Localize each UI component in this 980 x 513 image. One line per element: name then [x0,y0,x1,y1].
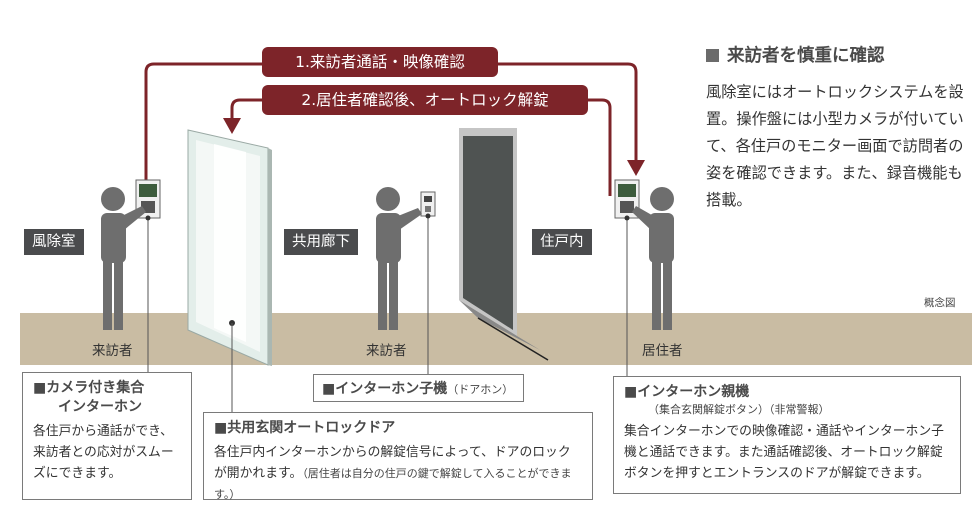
arrow-2-head [223,118,241,134]
visitor-label-1: 来訪者 [92,343,133,359]
glass-door-illustration [187,129,272,366]
visitor-figure-1 [101,187,146,330]
callout-camera-intercom-title: ■カメラ付き集合 [33,380,145,396]
panel-body: 風除室にはオートロックシステムを設置。操作盤には小型カメラが付いていて、各住戸の… [706,83,964,209]
callout-leader-lines [147,216,628,412]
resident-figure [632,187,674,330]
arrow-1-head [627,160,645,176]
callout-handset-title: ■インターホン子機 [322,381,448,397]
callout-door-body: 各住戸内インターホンからの解錠信号によって、ドアのロックが開かれます。 [214,445,571,481]
callout-handset: ■インターホン子機（ドアホン） [313,374,524,402]
location-corridor: 共用廊下 [284,229,358,255]
callout-master-title: ■インターホン親機 [624,384,750,400]
callout-camera-intercom-body: 各住戸から通話ができ、来訪者との応対がスムーズにできます。 [33,424,174,481]
panel-title: 来訪者を慎重に確認 [706,42,885,67]
callout-master-sub: （集合玄関解錠ボタン）（非常警報） [648,403,830,416]
callout-door-sub: （居住者は自分の住戸の鍵で解錠して入ることができます。） [214,467,572,501]
location-vestibule: 風除室 [24,229,84,255]
step-1-label: 1.来訪者通話・映像確認 [262,47,498,77]
location-residence: 住戸内 [532,229,592,255]
callout-master-intercom: ■インターホン親機 （集合玄関解錠ボタン）（非常警報） 集合インターホンでの映像… [613,376,961,494]
concept-note: 概念図 [924,297,956,309]
visitor-figure-2 [376,187,422,330]
square-bullet-icon [706,49,719,62]
callout-master-body: 集合インターホンでの映像確認・通話やインターホン子機と通話できます。また通話確認… [624,424,944,481]
callout-camera-intercom: ■カメラ付き集合 インターホン 各住戸から通話ができ、来訪者との応対がスムーズに… [22,372,192,500]
resident-label: 居住者 [642,343,683,359]
door-handset-device [420,191,436,217]
callout-camera-intercom-title-2: インターホン [58,399,142,415]
step-2-label: 2.居住者確認後、オートロック解錠 [262,85,588,115]
visitor-label-2: 来訪者 [366,343,407,359]
residence-door-illustration [459,128,549,361]
callout-handset-sub: （ドアホン） [447,383,514,396]
callout-autolock-door: ■共用玄関オートロックドア 各住戸内インターホンからの解錠信号によって、ドアのロ… [203,412,593,501]
callout-door-title: ■共用玄関オートロックドア [214,420,396,436]
